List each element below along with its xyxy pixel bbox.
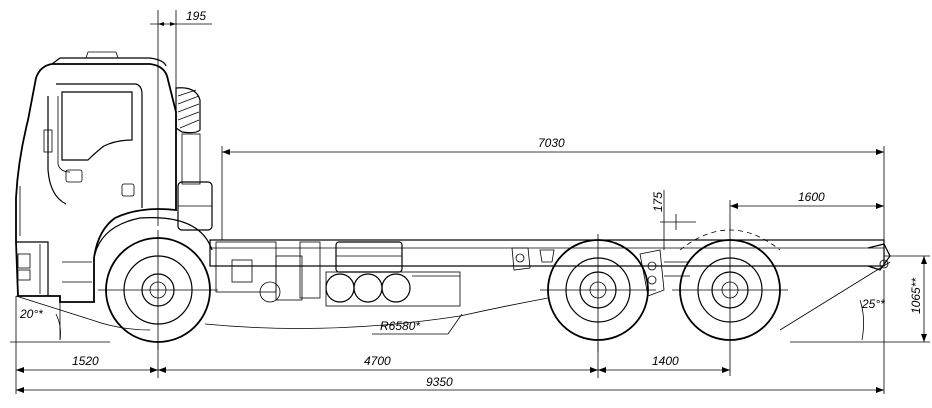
dim-cab-stack: 195	[186, 9, 206, 23]
fuel-tank	[335, 241, 403, 273]
air-intake-stack	[175, 87, 213, 231]
dim-turning-radius: R6580*	[380, 319, 420, 333]
dim-rear-axle-to-end: 1600	[798, 190, 825, 204]
cab	[15, 51, 177, 303]
rear-wheel-1	[540, 234, 656, 352]
dim-bogie-offset: 175	[651, 192, 665, 212]
front-wheel	[93, 217, 218, 350]
rear-wheel-2	[672, 229, 788, 376]
turning-radius-arc	[15, 295, 549, 340]
dim-approach-angle: 20°*	[19, 307, 43, 321]
dim-departure-angle: 25°*	[861, 297, 885, 311]
dim-frame-height: 1065**	[909, 278, 923, 314]
departure-angle-lines	[779, 261, 900, 343]
dim-overall-length: 9350	[426, 375, 453, 389]
dim-frame-length: 7030	[538, 136, 565, 150]
approach-angle-lines	[10, 313, 110, 343]
engine-gearbox	[215, 241, 321, 303]
dim-front-overhang: 1520	[72, 354, 99, 368]
dim-wheelbase: 4700	[364, 354, 391, 368]
air-tanks	[325, 271, 461, 307]
dim-axle-spacing: 1400	[652, 354, 679, 368]
dimension-lines	[15, 10, 930, 394]
frame-brackets	[511, 247, 690, 297]
chassis-frame	[209, 239, 891, 271]
